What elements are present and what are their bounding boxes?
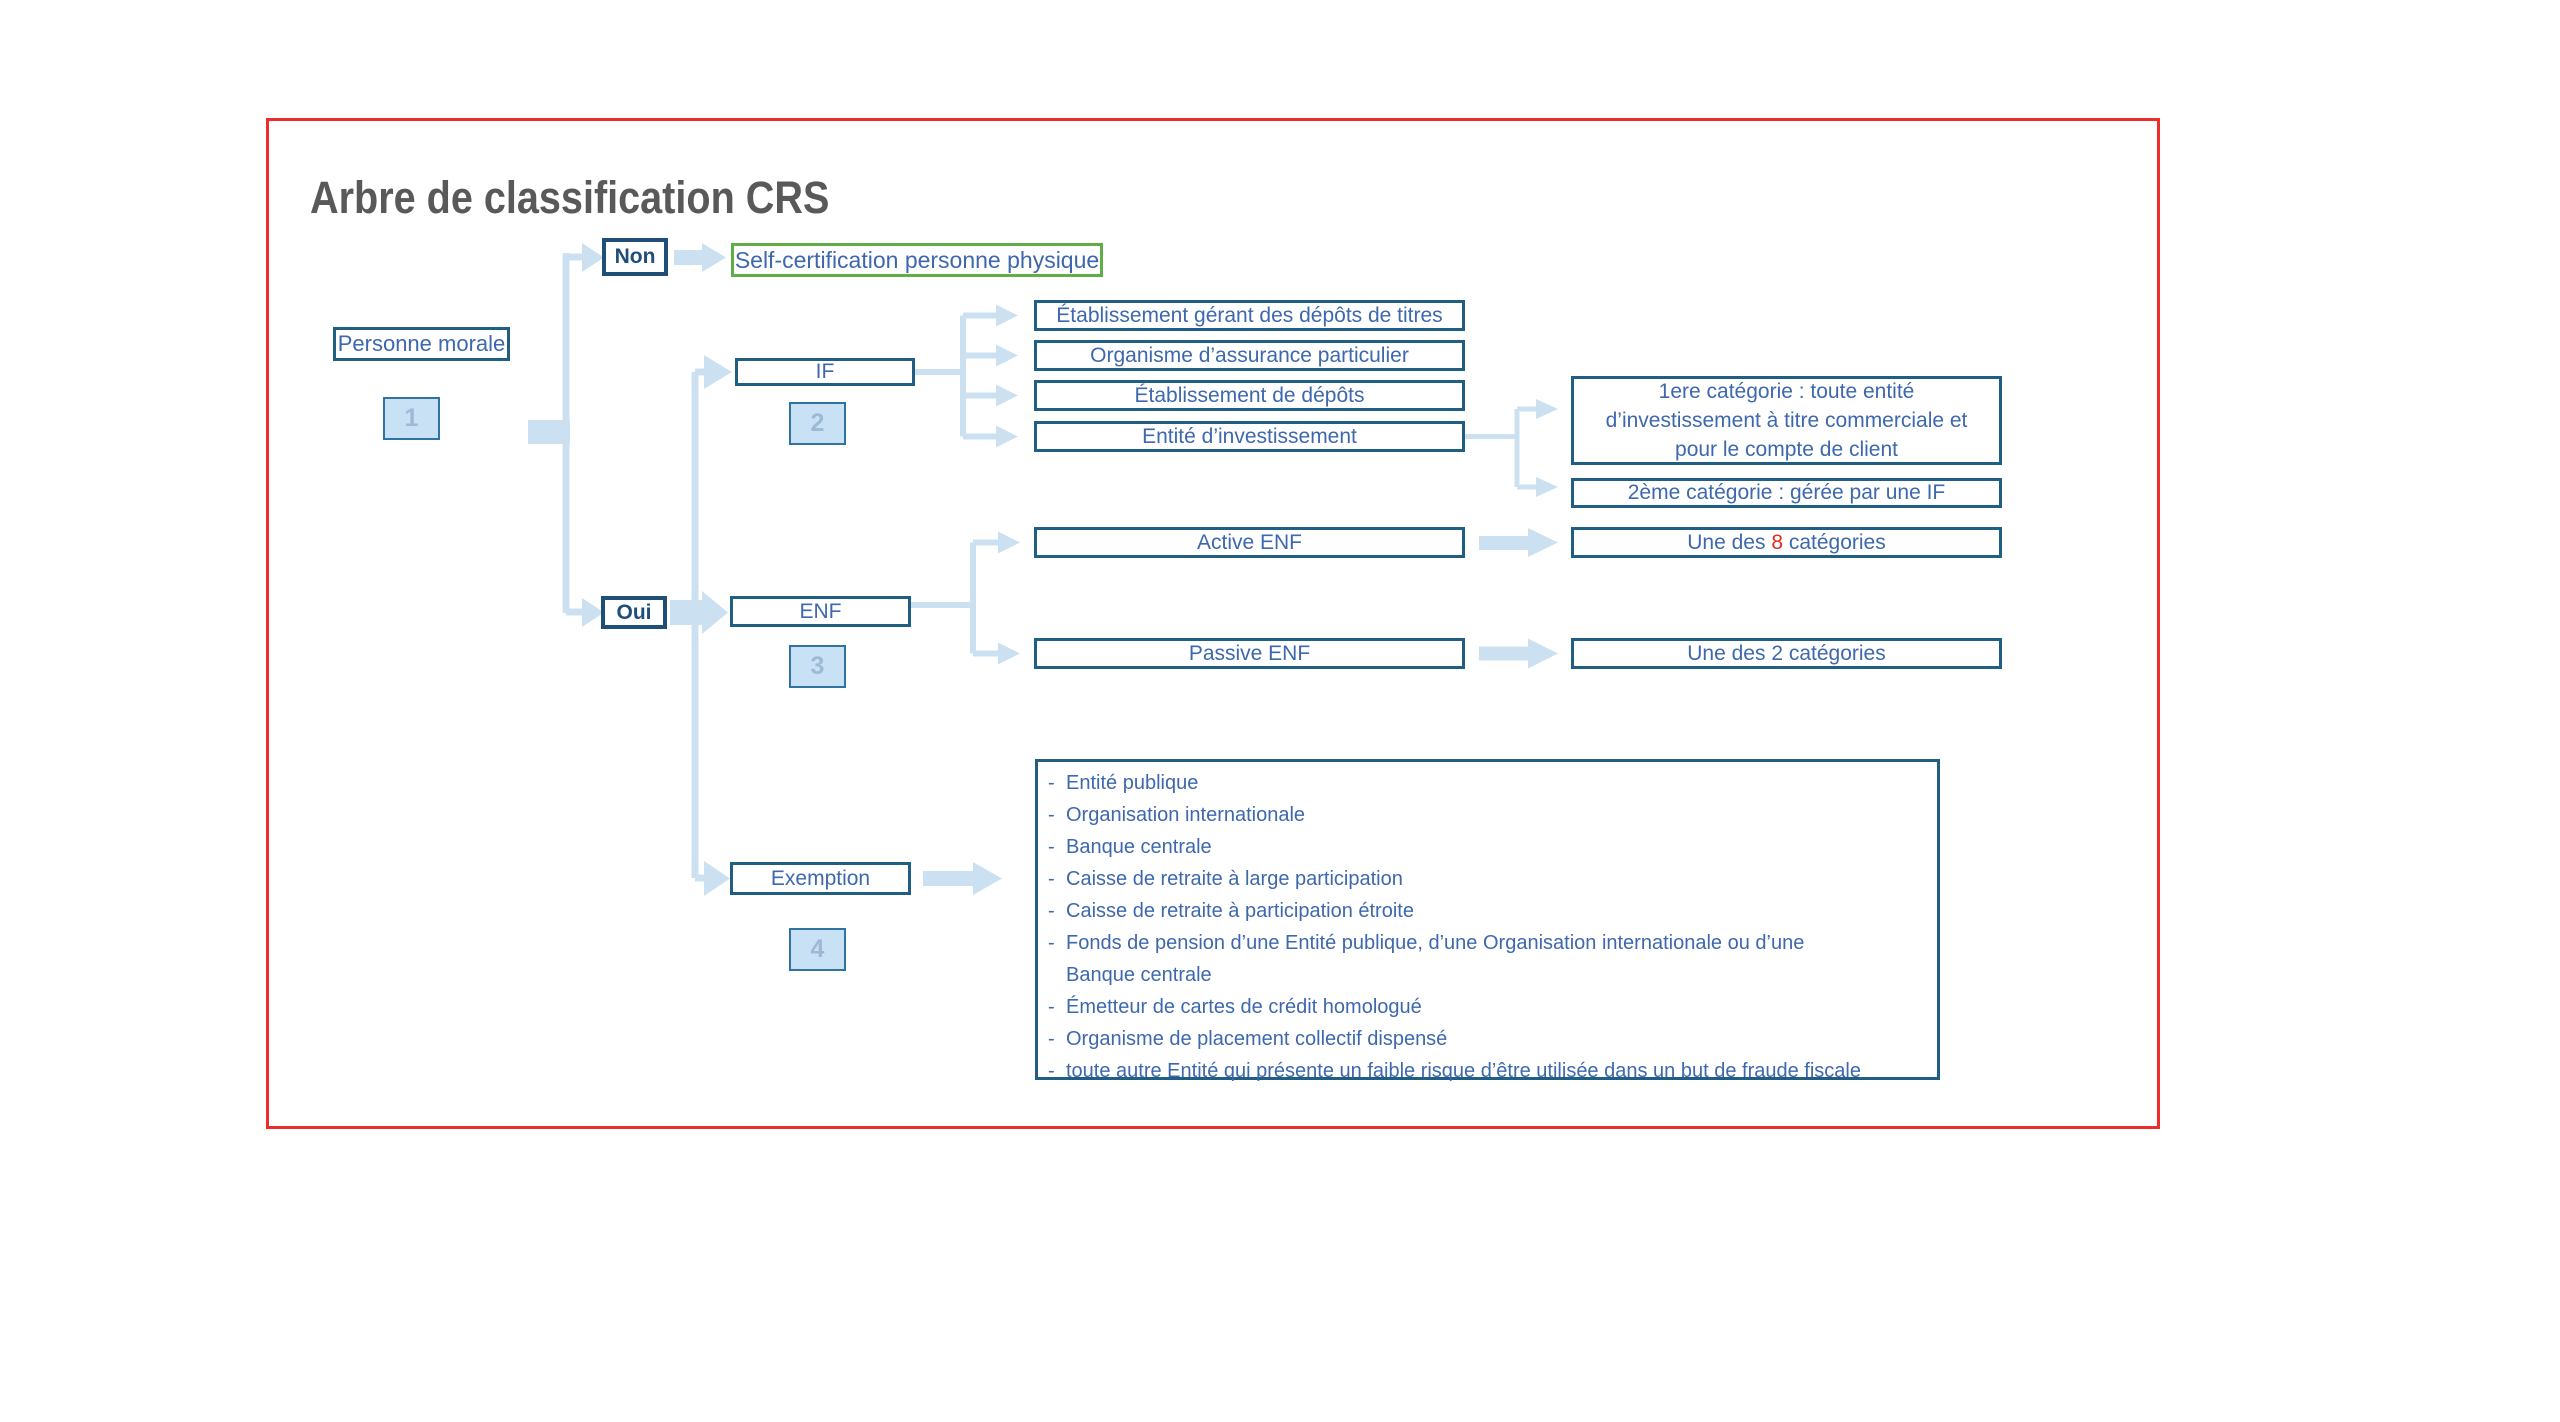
step-number-1-value: 1: [404, 404, 419, 432]
exemption-item-text: Banque centrale: [1066, 836, 1212, 858]
active-result-text: Une des 8 catégories: [1687, 531, 1885, 555]
node-self-certification: Self-certification personne physique: [731, 243, 1103, 277]
arrowhead-to-exemption: [704, 861, 730, 896]
arrowhead-to-oui: [582, 598, 604, 627]
exemption-list-item: - toute autre Entité qui présente un fai…: [1048, 1055, 1929, 1087]
list-bullet: -: [1048, 900, 1055, 922]
node-if-child-depots-titres-label: Établissement gérant des dépôts de titre…: [1056, 303, 1443, 327]
list-bullet: -: [1048, 996, 1055, 1018]
node-exemption: Exemption: [730, 862, 911, 895]
node-enf-label: ENF: [799, 599, 842, 623]
exemption-list-item: - Entité publique: [1048, 767, 1929, 799]
exemption-list-item: - Caisse de retraite à participation étr…: [1048, 895, 1929, 927]
exemption-list-item: - Organisme de placement collectif dispe…: [1048, 1023, 1929, 1055]
connector-non-to-selfcert: [674, 243, 726, 272]
exemption-item-text: Organisation internationale: [1066, 804, 1306, 826]
node-if-child-assurance-label: Organisme d’assurance particulier: [1090, 343, 1409, 367]
exemption-list-item: - Émetteur de cartes de crédit homologué: [1048, 991, 1929, 1023]
node-if: IF: [735, 358, 915, 386]
node-categorie-2-label: 2ème catégorie : gérée par une IF: [1627, 481, 1946, 504]
exemption-list-item: - Banque centrale: [1048, 831, 1929, 863]
node-personne-morale-label: Personne morale: [337, 331, 506, 356]
exemption-item-text: Fonds de pension d’une Entité publique, …: [1066, 932, 1805, 954]
exemption-item-text: Organisme de placement collectif dispens…: [1066, 1028, 1448, 1050]
step-number-4-value: 4: [810, 935, 825, 963]
list-bullet: -: [1048, 804, 1055, 826]
node-if-child-depots: Établissement de dépôts: [1034, 380, 1465, 411]
node-categorie-2: 2ème catégorie : gérée par une IF: [1571, 478, 2002, 508]
connector-passive-to-result: [1479, 638, 1558, 669]
step-number-1: 1: [383, 397, 440, 440]
exemption-list-item: - Caisse de retraite à large participati…: [1048, 863, 1929, 895]
node-exemption-label: Exemption: [770, 866, 871, 890]
node-passive-enf-result-label: Une des 2 catégories: [1687, 641, 1886, 665]
arrowhead-to-non: [582, 243, 604, 272]
step-number-3: 3: [789, 645, 846, 688]
node-non: Non: [602, 238, 668, 276]
node-if-child-investissement: Entité d’investissement: [1034, 421, 1465, 452]
connector-investment-to-categories: [1465, 399, 1558, 497]
step-number-4: 4: [789, 928, 846, 971]
node-if-child-depots-titres: Établissement gérant des dépôts de titre…: [1034, 300, 1465, 331]
node-self-certification-label: Self-certification personne physique: [734, 246, 1100, 273]
exemption-list-item: - Fonds de pension d’une Entité publique…: [1048, 927, 1929, 991]
list-bullet: -: [1048, 1028, 1055, 1050]
active-result-pre: Une des: [1687, 530, 1772, 554]
connector-enf-to-children: [911, 531, 1020, 665]
node-if-child-investissement-label: Entité d’investissement: [1142, 424, 1357, 448]
connector-oui-to-enf-body: [670, 600, 702, 625]
connector-yes-trunk: [670, 355, 732, 896]
page-title: Arbre de classification CRS: [310, 172, 830, 223]
node-if-child-depots-label: Établissement de dépôts: [1134, 383, 1365, 407]
node-if-child-assurance: Organisme d’assurance particulier: [1034, 340, 1465, 371]
list-bullet: -: [1048, 836, 1055, 858]
connector-if-to-children: [915, 304, 1018, 448]
node-active-enf-result: Une des 8 catégories: [1571, 527, 2002, 558]
connector-root-to-decisions: [528, 243, 604, 627]
node-categorie-1: 1ere catégorie : toute entité d’investis…: [1571, 376, 2002, 465]
node-passive-enf: Passive ENF: [1034, 638, 1465, 669]
exemption-item-text: toute autre Entité qui présente un faibl…: [1066, 1060, 1861, 1082]
node-enf: ENF: [730, 596, 911, 627]
step-number-3-value: 3: [810, 652, 825, 680]
node-active-enf: Active ENF: [1034, 527, 1465, 558]
exemption-list-item: - Organisation internationale: [1048, 799, 1929, 831]
node-passive-enf-result: Une des 2 catégories: [1571, 638, 2002, 669]
node-passive-enf-label: Passive ENF: [1188, 641, 1311, 665]
node-personne-morale: Personne morale: [333, 327, 510, 361]
list-bullet: -: [1048, 1060, 1055, 1082]
exemption-item-text: Entité publique: [1066, 772, 1199, 794]
arrowhead-to-enf: [702, 591, 728, 634]
exemption-item-text: Caisse de retraite à large participation: [1066, 868, 1403, 890]
node-if-label: IF: [815, 360, 835, 383]
list-bullet: -: [1048, 772, 1055, 794]
active-result-post: catégories: [1783, 530, 1886, 554]
node-active-enf-label: Active ENF: [1196, 530, 1303, 554]
connector-exemption-to-list: [923, 862, 1002, 895]
connector-active-to-result: [1479, 528, 1558, 557]
active-result-count: 8: [1771, 530, 1783, 554]
list-bullet: -: [1048, 868, 1055, 890]
list-bullet: -: [1048, 932, 1055, 954]
node-categorie-1-label: 1ere catégorie : toute entité d’investis…: [1605, 380, 1968, 461]
node-oui-label: Oui: [616, 600, 652, 624]
exemption-item-text-continued: Banque centrale: [1066, 964, 1212, 986]
step-number-2-value: 2: [810, 409, 825, 437]
exemption-item-text: Émetteur de cartes de crédit homologué: [1066, 996, 1422, 1018]
exemption-item-text: Caisse de retraite à participation étroi…: [1066, 900, 1414, 922]
exemption-list: - Entité publique - Organisation interna…: [1035, 759, 1940, 1082]
step-number-2: 2: [789, 402, 846, 445]
arrowhead-to-if: [704, 355, 732, 389]
node-non-label: Non: [614, 245, 656, 268]
arrowhead-to-selfcert: [702, 243, 726, 272]
node-oui: Oui: [601, 596, 667, 629]
